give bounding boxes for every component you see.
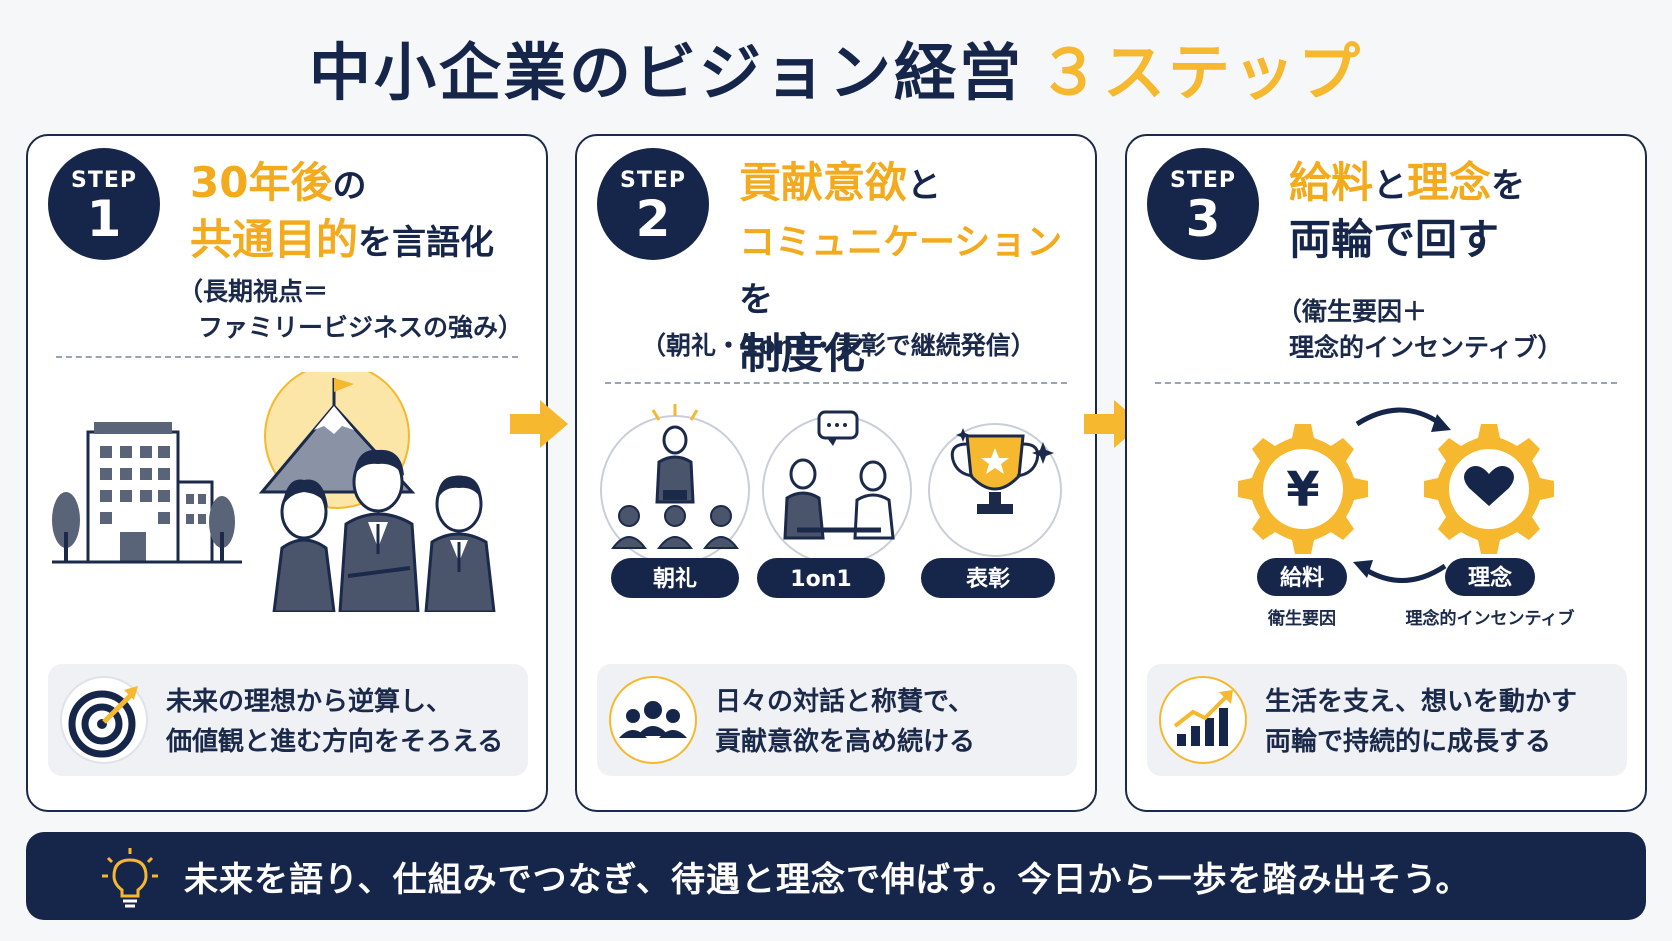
team-icon: [609, 676, 697, 764]
step-2-divider: [605, 382, 1067, 384]
morning-meeting-icon: 朝礼: [600, 404, 750, 598]
step-1-badge: STEP 1: [48, 148, 160, 260]
step-3-card: STEP 3 給料と理念を 両輪で回す （衛生要因＋ 理念的インセンティブ） ¥: [1125, 134, 1647, 812]
target-icon: [60, 676, 148, 764]
philosophy-gear-icon: [1424, 424, 1554, 554]
step-3-badge: STEP 3: [1147, 148, 1259, 260]
step-1-subtitle: （長期視点＝ ファミリービジネスの強み）: [178, 277, 524, 342]
step-3-note: 生活を支え、想いを動かす 両輪で持続的に成長する: [1147, 664, 1627, 776]
footer-message: 未来を語り、仕組みでつなぎ、待遇と理念で伸ばす。今日から一歩を踏み出そう。: [184, 860, 1471, 900]
gear-caption-salary: 衛生要因: [1267, 608, 1336, 629]
heart-icon: [1464, 466, 1514, 506]
step-3-subtitle: （衛生要因＋ 理念的インセンティブ）: [1277, 297, 1563, 362]
step-2-note: 日々の対話と称賛で、 貢献意欲を高め続ける: [597, 664, 1077, 776]
step-2-heading: 貢献意欲と コミュニケーションを 制度化: [739, 158, 1063, 378]
growth-chart-icon: [1159, 676, 1247, 764]
svg-text:¥: ¥: [1286, 462, 1319, 518]
trophy-icon: 表彰: [921, 423, 1062, 598]
pill-morning-meeting: 朝礼: [653, 566, 697, 592]
step-3-heading: 給料と理念を 両輪で回す: [1289, 158, 1526, 264]
step-1-card: STEP 1 30年後の 共通目的を言語化 （長期視点＝ ファミリービジネスの強…: [26, 134, 548, 812]
lightbulb-icon: [102, 848, 158, 908]
title-main: 中小企業のビジョン経営: [308, 36, 1024, 109]
step-1-note: 未来の理想から逆算し、 価値観と進む方向をそろえる: [48, 664, 528, 776]
step-1-illustration: [52, 372, 496, 612]
pill-award: 表彰: [966, 566, 1010, 592]
step-2-badge: STEP 2: [597, 148, 709, 260]
step-3-illustration: ¥ 給料 衛生要因 理念 理念的インセンティブ: [1238, 407, 1575, 629]
gear-label-philosophy: 理念: [1468, 565, 1512, 591]
step-2-subtitle: （朝礼・1on1・表彰で継続発信）: [641, 331, 1036, 360]
footer-banner: 未来を語り、仕組みでつなぎ、待遇と理念で伸ばす。今日から一歩を踏み出そう。: [26, 832, 1646, 920]
step-2-illustration: 朝礼 1on1 表彰: [600, 404, 1062, 598]
team-people-icon: [272, 449, 496, 612]
step-3-divider: [1155, 382, 1617, 384]
step-1-heading: 30年後の 共通目的を言語化: [190, 158, 495, 264]
step-1-divider: [56, 356, 518, 358]
one-on-one-icon: 1on1: [757, 410, 912, 598]
step-arrow-1: [510, 400, 568, 448]
gear-label-salary: 給料: [1280, 565, 1324, 591]
salary-gear-icon: ¥: [1238, 424, 1368, 554]
pill-one-on-one: 1on1: [790, 567, 851, 592]
gear-caption-philosophy: 理念的インセンティブ: [1406, 608, 1575, 629]
office-building-icon: [52, 422, 242, 564]
title-highlight: ３ステップ: [1038, 36, 1364, 109]
step-2-card: STEP 2 貢献意欲と コミュニケーションを 制度化 （朝礼・1on1・表彰で…: [575, 134, 1097, 812]
